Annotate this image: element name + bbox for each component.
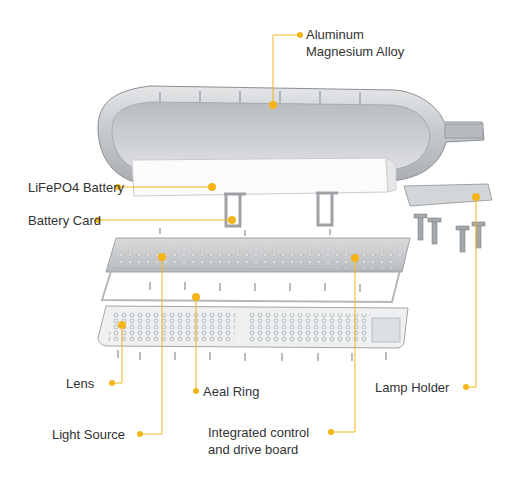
part-label: Battery Card (28, 212, 108, 229)
part-label: Integrated control and drive board (208, 424, 330, 458)
part-label: Lens (66, 375, 116, 392)
part-label: Light Source (52, 426, 142, 443)
part-label: Aeal Ring (203, 383, 283, 400)
part-label: Lamp Holder (375, 379, 465, 396)
part-label: LiFePO4 Battery (28, 179, 128, 196)
part-label: Aluminum Magnesium Alloy (306, 26, 416, 60)
